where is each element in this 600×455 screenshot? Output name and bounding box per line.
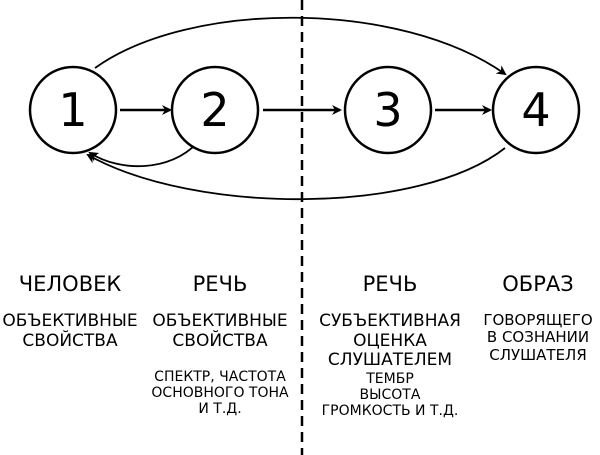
column-speech-subjective-detail: ТЕМБР	[366, 370, 414, 387]
node-1-label: 1	[58, 83, 87, 137]
column-image-line: В СОЗНАНИИ	[486, 328, 590, 347]
column-person-line: ОБЪЕКТИВНЫЕ	[2, 311, 138, 332]
column-speech-objective-line: ОБЪЕКТИВНЫЕ	[152, 311, 288, 332]
arc-2-to-1	[88, 142, 198, 168]
column-person-heading: ЧЕЛОВЕК	[18, 272, 122, 296]
column-speech-objective-detail: СПЕКТР, ЧАСТОТА	[154, 369, 286, 386]
node-1: 1	[28, 65, 118, 155]
column-speech-subjective-line: СУБЪЕКТИВНАЯ	[319, 311, 461, 332]
column-person: ЧЕЛОВЕК ОБЪЕКТИВНЫЕ СВОЙСТВА	[0, 272, 140, 351]
column-speech-objective-heading: РЕЧЬ	[192, 272, 248, 296]
node-4-label: 4	[521, 83, 550, 137]
column-speech-subjective-line: ОЦЕНКА	[353, 330, 427, 351]
column-image-line: СЛУШАТЕЛЯ	[489, 345, 587, 364]
node-3-label: 3	[373, 83, 402, 137]
column-speech-subjective-detail: ГРОМКОСТЬ И Т.Д.	[321, 402, 459, 419]
arc-1-to-4	[94, 16, 507, 76]
column-speech-subjective: РЕЧЬ СУБЪЕКТИВНАЯ ОЦЕНКА СЛУШАТЕЛЕМ ТЕМБ…	[310, 272, 470, 419]
column-speech-objective-line: СВОЙСТВА	[172, 330, 268, 351]
node-2: 2	[170, 65, 260, 155]
column-speech-objective-detail: И Т.Д.	[198, 401, 242, 418]
column-speech-objective: РЕЧЬ ОБЪЕКТИВНЫЕ СВОЙСТВА СПЕКТР, ЧАСТОТ…	[145, 272, 295, 418]
column-speech-objective-detail: ОСНОВНОГО ТОНА	[151, 385, 289, 402]
column-person-line: СВОЙСТВА	[22, 330, 118, 351]
arc-4-to-1	[86, 147, 506, 201]
column-speech-subjective-heading: РЕЧЬ	[362, 272, 418, 296]
column-image-heading: ОБРАЗ	[502, 272, 574, 296]
column-image-line: ГОВОРЯЩЕГО	[483, 311, 593, 330]
node-3: 3	[343, 65, 433, 155]
node-4: 4	[491, 65, 581, 155]
column-speech-subjective-line: СЛУШАТЕЛЕМ	[327, 350, 453, 371]
column-speech-subjective-detail: ВЫСОТА	[359, 386, 421, 403]
column-image: ОБРАЗ ГОВОРЯЩЕГО В СОЗНАНИИ СЛУШАТЕЛЯ	[478, 272, 598, 364]
node-2-label: 2	[200, 83, 229, 137]
